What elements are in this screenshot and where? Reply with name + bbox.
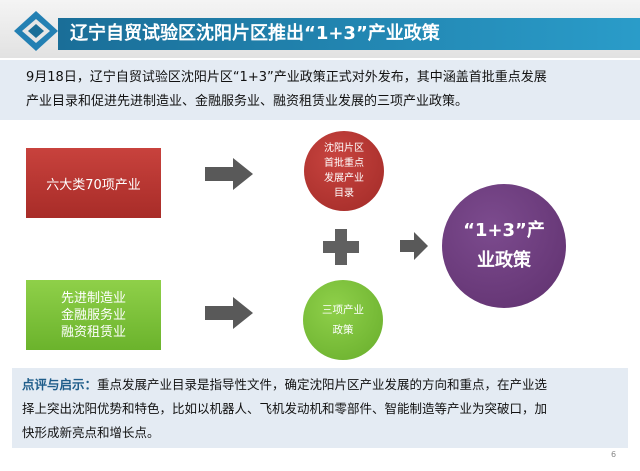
diamond-logo-icon <box>14 11 58 51</box>
commentary-label: 点评与启示： <box>22 377 98 392</box>
arrow-right-icon <box>205 297 253 329</box>
page-number: 6 <box>611 450 617 459</box>
directory-circle-line: 沈阳片区 <box>324 143 364 154</box>
commentary-box: 点评与启示：重点发展产业目录是指导性文件，确定沈阳片区产业发展的方向和重点，在产… <box>12 368 628 448</box>
sector-label: 融资租赁业 <box>60 324 126 340</box>
directory-circle-line: 首批重点 <box>324 158 364 169</box>
result-circle: “1+3”产 业政策 <box>442 184 566 308</box>
title-bar: 辽宁自贸试验区沈阳片区推出“1+3”产业政策 <box>58 18 640 50</box>
directory-circle-line: 目录 <box>334 188 354 199</box>
industry-box: 六大类70项产业 <box>26 148 161 218</box>
sectors-box: 先进制造业 金融服务业 融资租赁业 <box>26 280 161 350</box>
plus-icon <box>323 229 359 265</box>
policies-circle-line: 三项产业 <box>322 304 364 316</box>
sector-label: 金融服务业 <box>60 307 126 323</box>
page-title: 辽宁自贸试验区沈阳片区推出“1+3”产业政策 <box>70 23 440 44</box>
policies-circle: 三项产业 政策 <box>303 280 383 360</box>
sector-label: 先进制造业 <box>60 290 126 306</box>
intro-line-2: 产业目录和促进先进制造业、金融服务业、融资租赁业发展的三项产业政策。 <box>26 94 469 109</box>
intro-paragraph: 9月18日，辽宁自贸试验区沈阳片区“1+3”产业政策正式对外发布，其中涵盖首批重… <box>0 60 640 120</box>
result-circle-line: 业政策 <box>476 250 531 271</box>
arrow-right-icon <box>400 232 428 260</box>
directory-circle-line: 发展产业 <box>324 173 364 184</box>
header-band: 辽宁自贸试验区沈阳片区推出“1+3”产业政策 <box>0 0 640 58</box>
arrow-right-icon <box>205 158 253 190</box>
policies-circle-line: 政策 <box>332 324 354 336</box>
result-circle-line: “1+3”产 <box>463 220 545 241</box>
commentary-line-2: 择上突出沈阳优势和特色，比如以机器人、飞机发动机和零部件、智能制造等产业为突破口… <box>22 401 548 416</box>
commentary-line-3: 快形成新亮点和增长点。 <box>22 425 160 440</box>
industry-box-label: 六大类70项产业 <box>46 177 141 193</box>
commentary-line-1: 重点发展产业目录是指导性文件，确定沈阳片区产业发展的方向和重点，在产业选 <box>97 377 548 392</box>
directory-circle: 沈阳片区 首批重点 发展产业 目录 <box>304 131 384 211</box>
intro-line-1: 9月18日，辽宁自贸试验区沈阳片区“1+3”产业政策正式对外发布，其中涵盖首批重… <box>26 70 547 85</box>
